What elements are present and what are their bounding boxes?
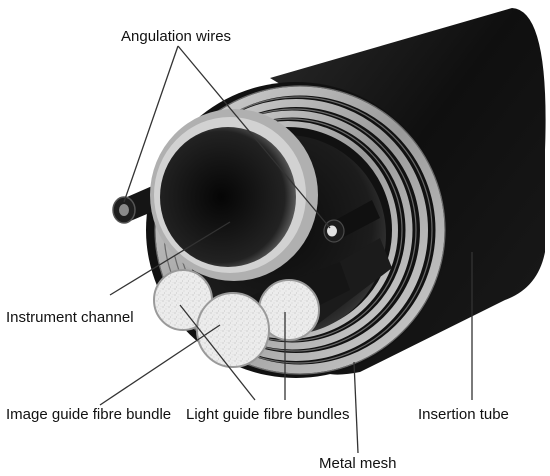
leader-metal-mesh	[353, 361, 359, 454]
label-insertion-tube: Insertion tube	[418, 406, 509, 423]
leader-light-guide-left	[179, 304, 256, 401]
label-instrument-channel: Instrument channel	[6, 309, 134, 326]
leader-angulation-left	[123, 45, 179, 203]
right-angulation-wire	[323, 200, 380, 243]
leader-image-guide	[99, 324, 221, 406]
instrument-channel-tube	[150, 109, 318, 281]
label-light-guide-fibre-bundles: Light guide fibre bundles	[186, 406, 350, 423]
leader-lines	[99, 45, 473, 454]
label-metal-mesh: Metal mesh	[319, 455, 397, 472]
leader-instrument	[109, 221, 231, 296]
leader-angulation-right	[177, 45, 331, 229]
label-angulation-wires: Angulation wires	[121, 28, 232, 45]
label-image-guide-fibre-bundle: Image guide fibre bundle	[6, 406, 172, 423]
